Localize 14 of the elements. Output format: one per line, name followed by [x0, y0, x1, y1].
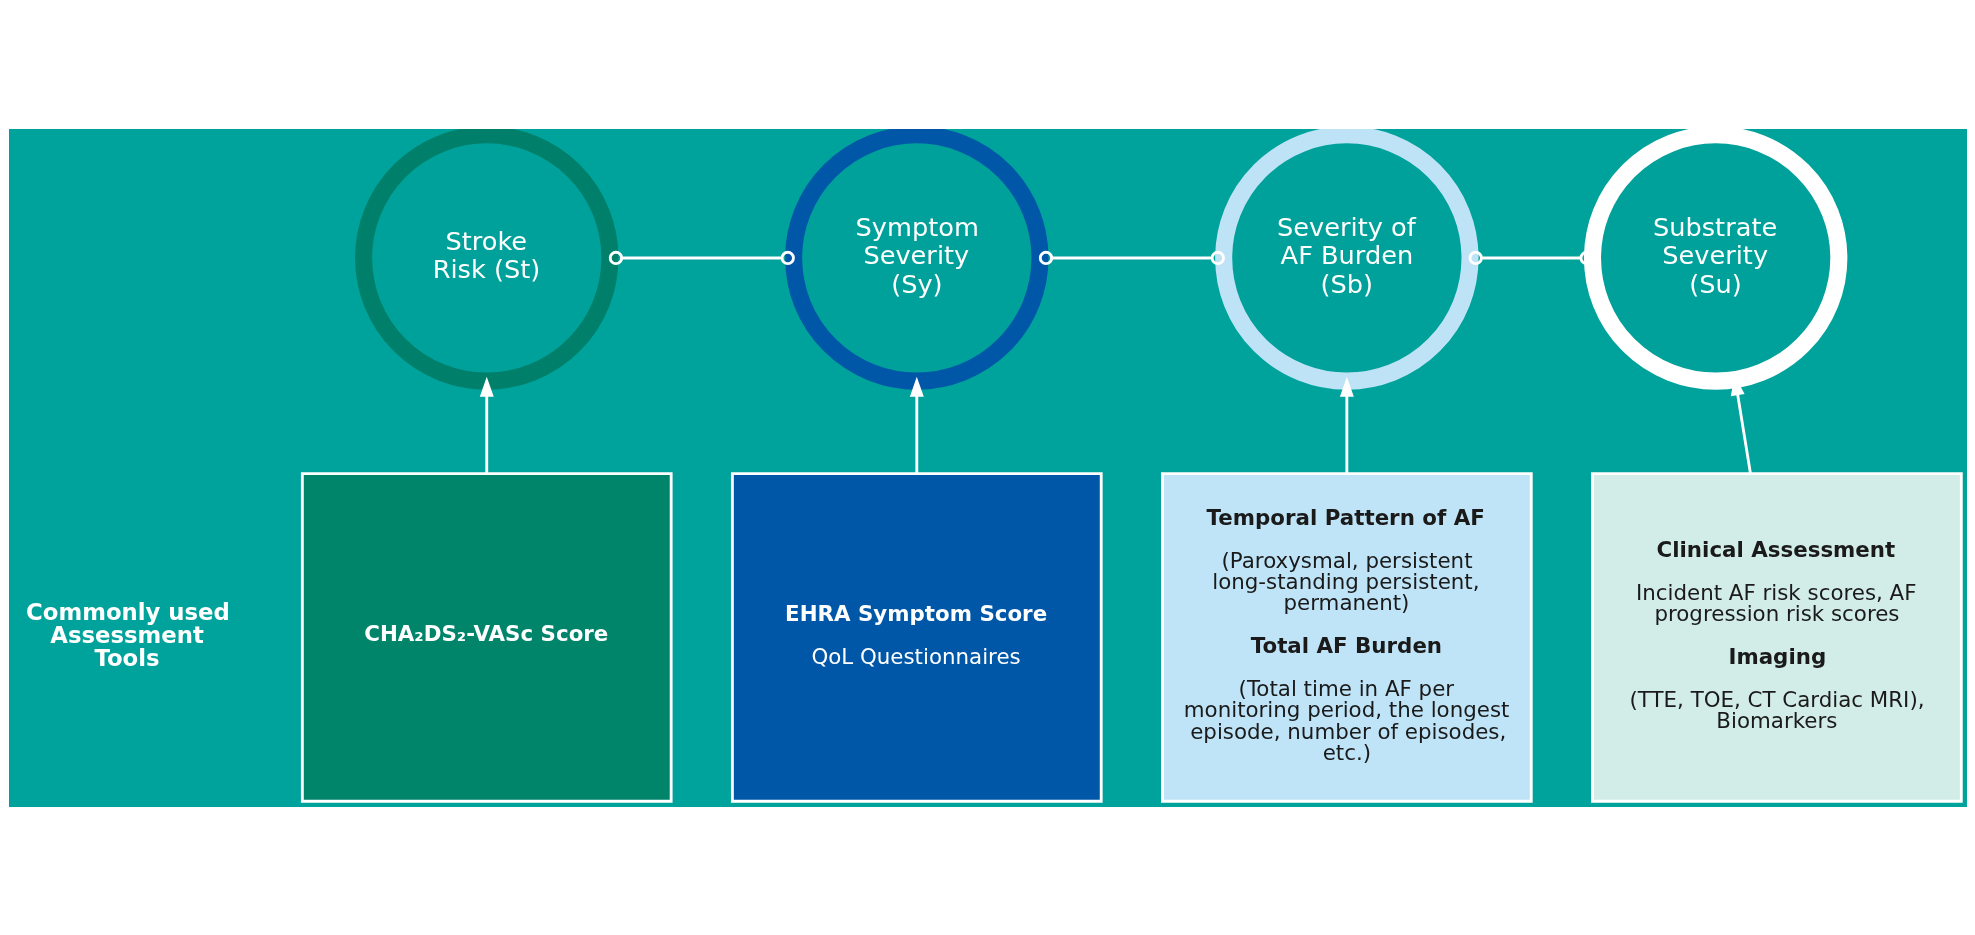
arrow [1339, 376, 1354, 474]
label: Commonly used Assessment Tools [25, 598, 230, 671]
node-circle: Symptom Severity (Sy) [784, 128, 1049, 390]
node-circle: Substrate Severity (Su) [1583, 128, 1847, 390]
node-box: EHRA Symptom Score QoL Questionnaires [730, 471, 1103, 803]
node-box: Temporal Pattern of AF (Paroxysmal, persistent long-standing persistent, permanent) Total AF Burden (Total time in AF per monitoring period, the longest episode, number of episodes, etc.) [1160, 471, 1533, 803]
connector [608, 250, 795, 265]
node-circle: Stroke Risk (St) [354, 128, 618, 390]
arrow [479, 376, 494, 474]
node-box: CHA₂DS₂-VASc Score [300, 471, 673, 803]
node-box: Clinical Assessment Incident AF risk scores, AF progression risk scores Imaging (TTE, TOE, CT Cardiac MRI), Biomarkers [1590, 471, 1963, 803]
arrow [909, 376, 924, 474]
node-circle: Severity of AF Burden (Sb) [1214, 128, 1479, 390]
connector [1038, 250, 1225, 265]
